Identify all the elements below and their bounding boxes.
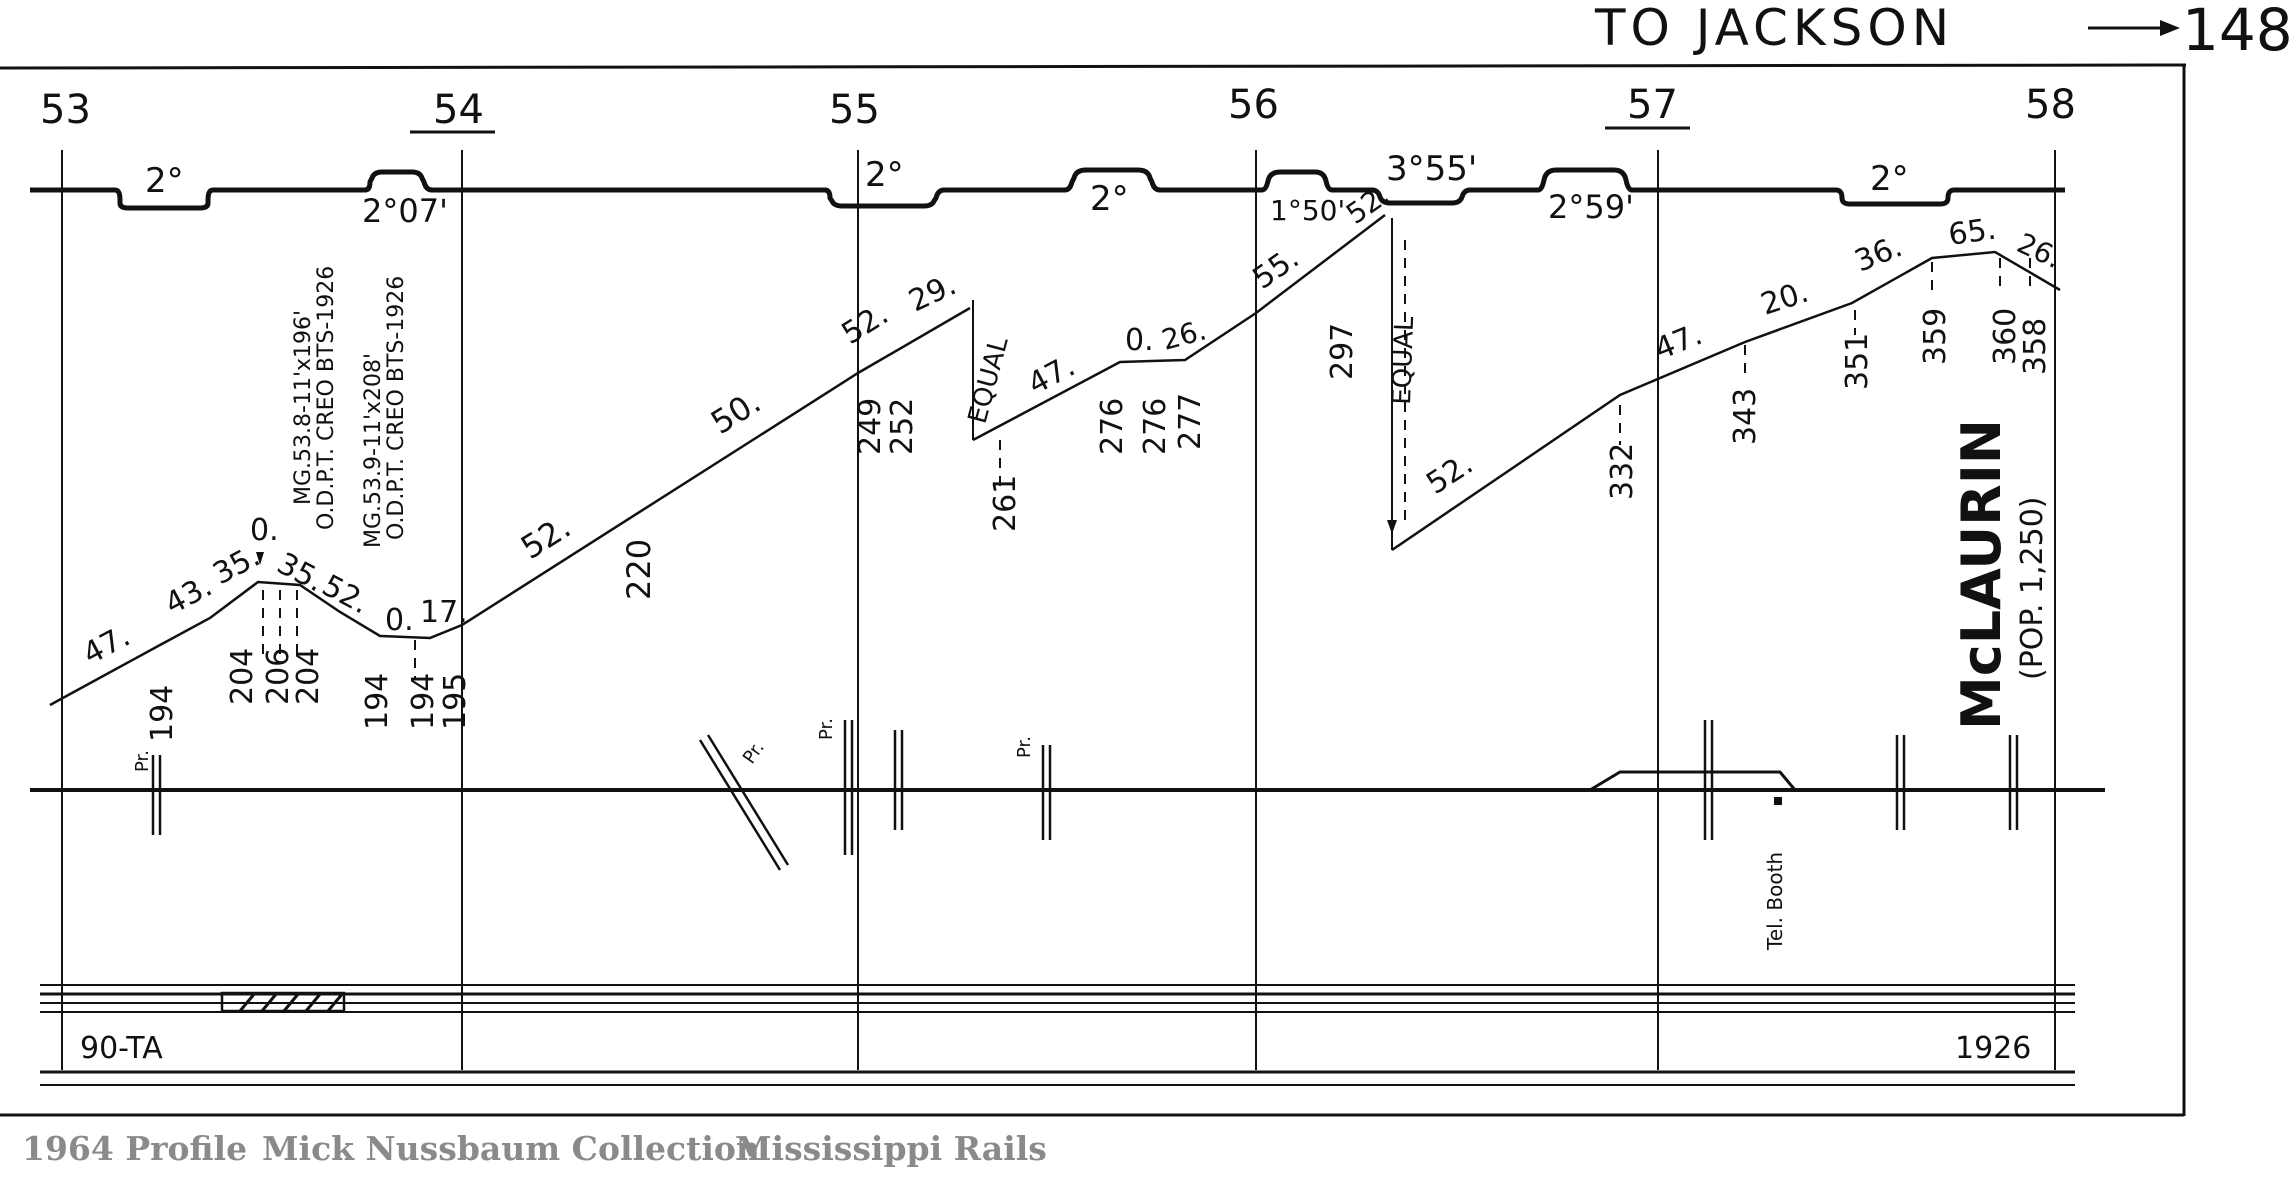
- header: TO JACKSON 148: [1594, 0, 2291, 64]
- grade-label: 0.: [250, 513, 279, 548]
- grade-label: 0.: [1125, 323, 1154, 358]
- elevation-label: 194: [145, 685, 180, 742]
- elevation-label: 204: [291, 648, 326, 705]
- elevation-label: 343: [1728, 388, 1763, 445]
- grade-label: 52.: [1420, 446, 1479, 501]
- siding-track: [1589, 770, 1797, 792]
- milepost-lines: [461, 150, 2056, 1070]
- bottom-strip: [40, 984, 2075, 1086]
- tel-booth-label: Tel. Booth: [1763, 852, 1787, 951]
- milepost-labels: 53 54 55 56 57 58: [40, 82, 2076, 134]
- grade-label: 26.: [1158, 313, 1210, 356]
- arrow-icon: [1387, 520, 1397, 534]
- footer-source: Mississippi Rails: [735, 1129, 1047, 1168]
- pr-note: Pr.: [1014, 736, 1035, 758]
- hatched-segment: [220, 991, 346, 1013]
- elevation-label: 204: [225, 648, 260, 705]
- milepost-57: 57: [1627, 82, 1678, 128]
- pr-note: Pr.: [739, 738, 769, 768]
- elevation-label: 351: [1840, 333, 1875, 390]
- profile-line: [49, 306, 971, 707]
- grade-label: 52.: [836, 297, 895, 352]
- milepost-55: 55: [829, 87, 880, 133]
- elevation-label: 220: [620, 539, 658, 600]
- arrow-icon: [2160, 20, 2180, 36]
- elevation-label: 206: [261, 648, 296, 705]
- elevation-label: 358: [2018, 318, 2053, 375]
- milepost-53: 53: [40, 87, 91, 133]
- station-name: McLAURIN: [1950, 419, 2013, 730]
- elevation-label: 195: [438, 673, 473, 730]
- grade-profile: 47. 43. 35. 0. 35. 52. 0. 17. 52. 50. 52…: [49, 178, 2066, 742]
- grade-label: 17.: [420, 595, 468, 630]
- grade-label: 20.: [1757, 275, 1813, 323]
- grade-label: 65.: [1946, 212, 1998, 253]
- elevation-label: 276: [1095, 398, 1130, 455]
- destination-label: TO JACKSON: [1594, 0, 1954, 57]
- track-diagram: Pr. Pr. Pr. Pr. Tel. Booth: [30, 718, 2105, 951]
- footer-collection: Mick Nussbaum Collection: [262, 1129, 760, 1168]
- pr-note: Pr.: [132, 750, 153, 772]
- curve-label: 2°: [1090, 179, 1129, 219]
- profile-line: [1391, 250, 2061, 552]
- curve-label: 2°59': [1548, 188, 1634, 226]
- grade-label: 0.: [385, 603, 414, 638]
- pr-note: Pr.: [816, 718, 837, 740]
- frame: [0, 63, 2187, 1117]
- bridge-note: MG.53.9-11'x208': [361, 353, 386, 548]
- footer-profile: 1964 Profile: [22, 1129, 247, 1168]
- bridge-note: O.D.P.T. CREO BTS-1926: [314, 266, 339, 530]
- curve-label: 2°: [1870, 159, 1909, 199]
- elevation-label: 194: [406, 673, 441, 730]
- milepost-58: 58: [2025, 82, 2076, 128]
- elevation-labels: 194 204 206 204 194 194 195 220 249 252 …: [145, 308, 2053, 742]
- curve-label: 2°07': [362, 192, 448, 230]
- curve-label: 2°: [865, 155, 904, 195]
- bridge-note: MG.53.8-11'x196': [291, 310, 316, 505]
- equal-note: EQUAL: [1387, 316, 1420, 406]
- grade-label: 50.: [704, 383, 767, 442]
- elevation-label: 277: [1173, 393, 1208, 450]
- elevation-label: 332: [1605, 443, 1640, 500]
- curvature-diagram: 2° 2°07' 2° 2° 1°50' 3°55' 2°59' 2°: [30, 149, 2065, 230]
- grade-label: 47.: [1022, 349, 1081, 402]
- footer-caption: 1964 Profile Mick Nussbaum Collection Mi…: [22, 1129, 1047, 1168]
- elevation-label: 261: [988, 475, 1023, 532]
- grade-label: 29.: [904, 267, 962, 319]
- curvature-line: [30, 167, 2065, 211]
- milepost-54: 54: [433, 87, 484, 133]
- elevation-label: 297: [1325, 323, 1360, 380]
- bottom-left-code: 90-TA: [80, 1031, 163, 1066]
- curve-label: 3°55': [1386, 149, 1477, 189]
- grade-label: 36.: [1850, 229, 1907, 279]
- curve-label: 1°50': [1270, 194, 1345, 227]
- elevation-label: 276: [1138, 398, 1173, 455]
- profile-line: [972, 214, 1386, 442]
- arrow-icon: [256, 552, 264, 565]
- milepost-56: 56: [1228, 82, 1279, 128]
- elevation-label: 359: [1918, 308, 1953, 365]
- elevation-label: 249: [853, 398, 888, 455]
- page-number: 148: [2182, 0, 2291, 64]
- elevation-label: 360: [1988, 308, 2023, 365]
- elevation-label: 194: [360, 673, 395, 730]
- elevation-label: 252: [885, 398, 920, 455]
- curve-label: 2°: [145, 161, 184, 201]
- bridge-note: O.D.P.T. CREO BTS-1926: [384, 276, 409, 540]
- bottom-right-year: 1926: [1955, 1031, 2031, 1066]
- tel-booth-icon: [1774, 797, 1782, 805]
- station-population: (POP. 1,250): [2015, 497, 2050, 681]
- equal-note: EQUAL: [963, 333, 1015, 426]
- grade-label: 43.: [159, 569, 218, 622]
